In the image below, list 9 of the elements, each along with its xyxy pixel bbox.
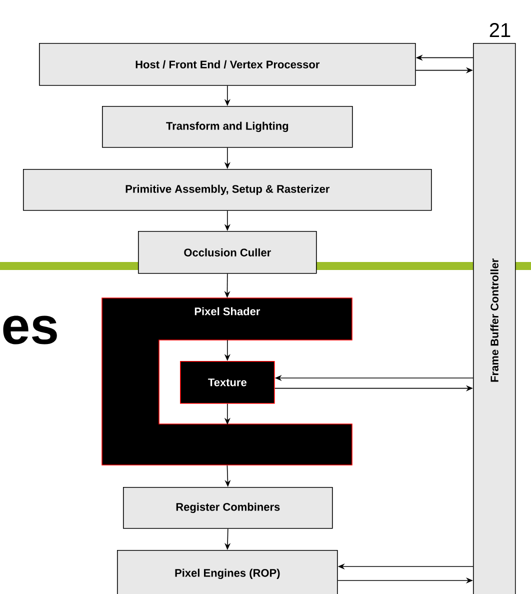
process-box: Occlusion Culler [138, 231, 317, 274]
controller-bar: Frame Buffer Controller [473, 43, 516, 594]
process-box: Transform and Lighting [102, 106, 353, 148]
texture-box: Texture [180, 361, 275, 404]
process-box: Register Combiners [123, 487, 333, 529]
process-box: Pixel Engines (ROP) [117, 550, 338, 594]
process-box: Primitive Assembly, Setup & Rasterizer [23, 169, 432, 211]
process-box: Host / Front End / Vertex Processor [39, 43, 416, 86]
title-fragment: es [3, 316, 57, 344]
